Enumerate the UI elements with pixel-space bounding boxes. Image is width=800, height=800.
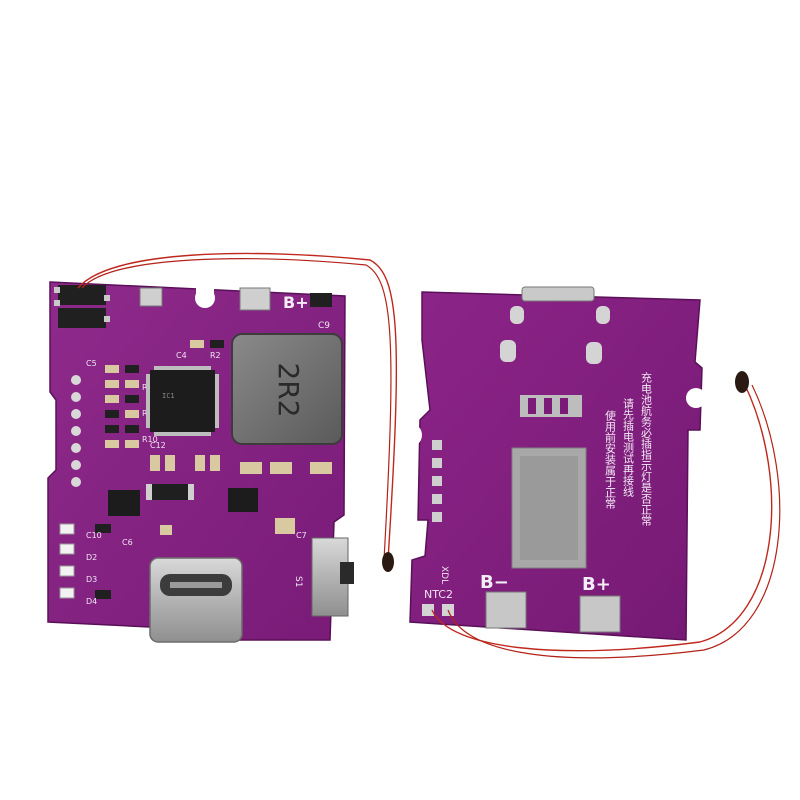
sw-label: S1 [293,576,303,587]
bplus-label: B+ [283,293,309,312]
c5-label: C5 [86,359,97,368]
usb-mount-pad [586,342,602,364]
ntc-thermistor-wires [77,252,781,659]
usb-c-connector [149,557,243,643]
r10-label: R10 [142,435,158,444]
battery-minus-pad [485,591,527,629]
battery-plus-pad [239,287,271,311]
r2-label: R2 [210,351,221,360]
mounting-notch [686,388,706,408]
usb-solder-pads [521,286,595,302]
mosfet-chip [228,488,258,512]
note-line-2: 请先插电测试再接线 [622,398,635,497]
ntc-label: NTC2 [424,588,453,601]
ntc-thermistor-bead [382,552,394,572]
main-ic [150,370,215,432]
c6-label: C6 [122,538,133,547]
c4-label: C4 [176,351,187,360]
c12-label: C12 [150,441,166,450]
via-pad-column [432,440,442,522]
inductor-marking: 2R2 [272,362,305,417]
transistor-chip [58,308,106,328]
usb-mount-pad [500,340,516,362]
transistor-chip [58,285,106,305]
passive-components [105,340,332,535]
slide-switch [311,537,354,617]
right-pcb-board: B− B+ NTC2 XDL 充电池航务必插指示灯是否正常 请先插电测试再接线 … [398,286,706,641]
solder-pad [139,287,163,307]
silkscreen-notes: 充电池航务必插指示灯是否正常 请先插电测试再接线 使用前安装属于正常 [604,371,653,527]
mounting-notch [398,423,422,447]
c7-label: C7 [296,531,307,540]
d4-label: D4 [86,597,97,606]
c10-label: C10 [86,531,102,540]
capacitor-c9 [310,293,332,307]
note-line-3: 使用前安装属于正常 [604,410,617,510]
xdl-label: XDL [439,566,449,584]
left-pcb-board: B+ C9 [47,281,354,643]
c9-label: C9 [318,321,330,331]
right-bplus-label: B+ [582,574,611,595]
bminus-label: B− [480,572,509,593]
d3-label: D3 [86,575,97,584]
edge-pad-column [71,375,81,487]
mosfet-chip [108,490,140,516]
note-line-1: 充电池航务必插指示灯是否正常 [640,371,653,527]
d2-label: D2 [86,553,97,562]
ntc-thermistor-bead [735,371,749,393]
battery-plus-pad [579,595,621,633]
indicator-leds [59,523,111,599]
power-inductor [231,333,343,445]
ic-marking: IC1 [162,392,175,400]
sense-resistor [150,484,190,500]
